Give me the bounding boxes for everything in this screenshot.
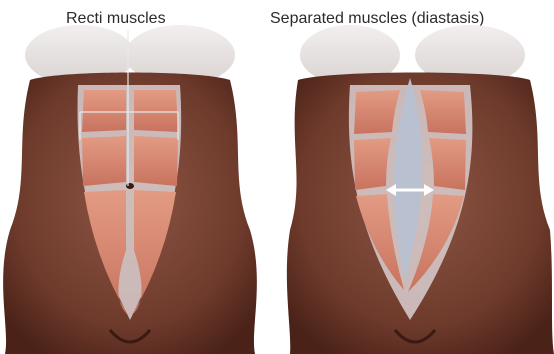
left-navel — [126, 183, 134, 189]
left-torso — [3, 25, 257, 354]
right-torso — [287, 25, 554, 354]
